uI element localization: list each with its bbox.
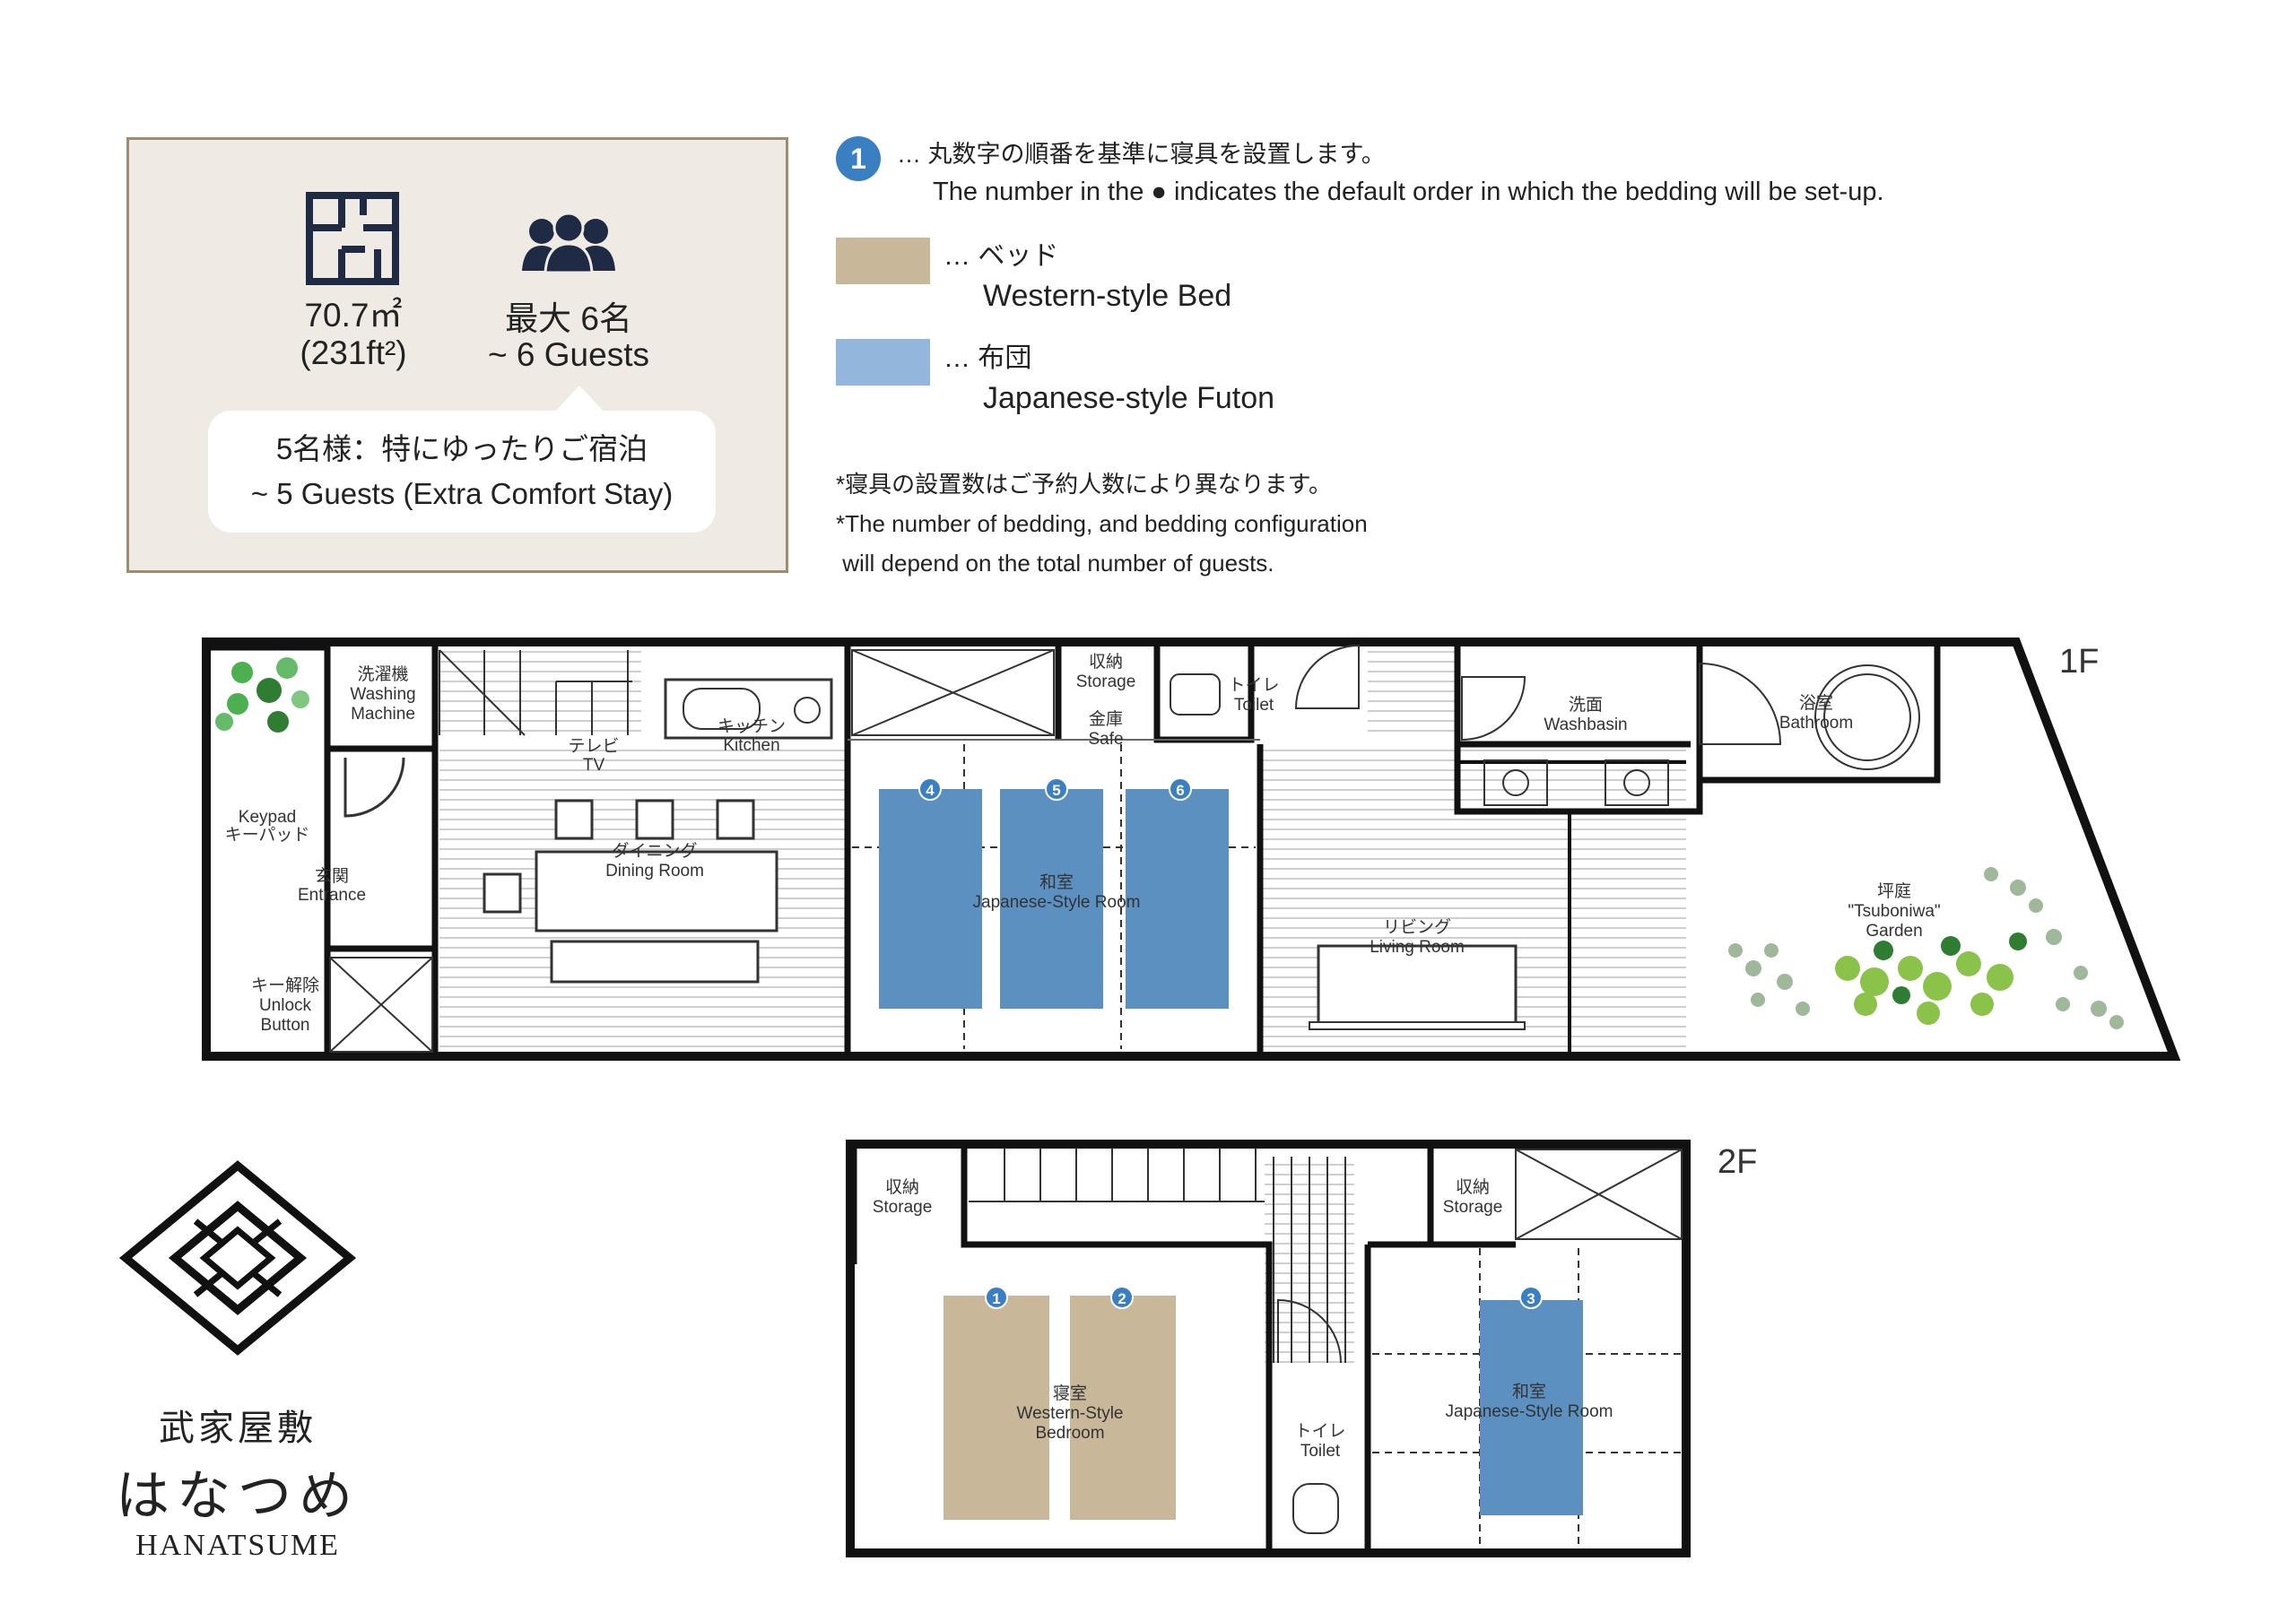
storage-2f-left-label-en: Storage [873, 1198, 933, 1217]
badge-6: 6 [1169, 777, 1192, 801]
bedroom-label-en1: Western-Style [1017, 1404, 1124, 1423]
floor-1f: 洗濯機 Washing Machine Keypad キーパッド 玄関 Entr… [202, 638, 2181, 1061]
kitchen-label-en: Kitchen [723, 736, 779, 755]
note-line-1: *寝具の設置数はご予約人数により異なります。 [836, 471, 1332, 498]
hanatsume-logo-icon [118, 1160, 357, 1356]
tv-label-ja: テレビ [568, 736, 619, 756]
plant-icon [215, 657, 309, 733]
comfort-ja: 5名様：特にゆったりご宿泊 [275, 432, 648, 465]
washing-label-en1: Washing [350, 685, 415, 704]
legend-bed-ja: … ベッド [944, 241, 1059, 271]
badge-3: 3 [1519, 1286, 1543, 1309]
washbasin-label-en: Washbasin [1544, 716, 1627, 734]
safe-label-ja: 金庫 [1089, 709, 1123, 729]
living-label-en: Living Room [1370, 938, 1465, 957]
note-line-2: *The number of bedding, and bedding conf… [836, 510, 1368, 537]
comfort-en: ~ 5 Guests (Extra Comfort Stay) [250, 477, 674, 510]
floor-2f-label: 2F [1718, 1143, 1757, 1181]
garden-label-ja: 坪庭 [1877, 881, 1911, 901]
brand-name-en: HANATSUME [135, 1529, 340, 1562]
bed-1 [944, 1296, 1049, 1520]
jroom-2f-label-ja: 和室 [1512, 1382, 1546, 1401]
svg-text:1: 1 [992, 1290, 1000, 1307]
badge-1: 1 [985, 1286, 1008, 1309]
people-icon [522, 212, 615, 274]
comfort-bubble: 5名様：特にゆったりご宿泊 ~ 5 Guests (Extra Comfort … [208, 386, 716, 533]
dining-label-ja: ダイニング [612, 841, 697, 861]
entrance-label-ja: 玄関 [315, 866, 349, 886]
toilet-1f-label-en: Toilet [1234, 696, 1274, 715]
toilet-2f-label-ja: トイレ [1294, 1422, 1345, 1441]
toilet-2f-label-en: Toilet [1300, 1442, 1341, 1461]
futon-swatch [836, 339, 930, 386]
legend-number-ja: … 丸数字の順番を基準に寝具を設置します。 [897, 141, 1386, 168]
svg-text:5: 5 [1052, 782, 1060, 799]
bath-label-en: Bathroom [1779, 714, 1853, 733]
keypad-label-en: Keypad [239, 808, 296, 827]
kitchen-label-ja: キッチン [718, 717, 786, 736]
garden-label-en2: Garden [1866, 922, 1922, 941]
living-label-ja: リビング [1383, 917, 1451, 937]
brand-title-ja: 武家屋敷 [159, 1408, 317, 1448]
jroom-1f-label-ja: 和室 [1039, 872, 1074, 892]
washing-label-en2: Machine [351, 705, 415, 724]
tv-label-en: TV [583, 756, 605, 775]
order-number-badge: 1 [836, 136, 881, 181]
unlock-label-ja: キー解除 [251, 976, 319, 995]
note-line-3: will depend on the total number of guest… [836, 550, 1274, 577]
brand-name-ja: はなつめ [116, 1467, 360, 1526]
svg-text:3: 3 [1526, 1290, 1535, 1307]
dining-label-en: Dining Room [605, 862, 704, 880]
garden-plants-icon [1728, 867, 2124, 1029]
badge-2: 2 [1110, 1286, 1134, 1309]
storage-2f-left-label-ja: 収納 [885, 1177, 919, 1197]
safe-label-en: Safe [1088, 730, 1123, 749]
area-ft-value: (231ft²) [300, 334, 407, 371]
futon-5 [1000, 789, 1103, 1009]
bath-label-ja: 浴室 [1799, 693, 1833, 713]
area-value: 70.7㎡ [304, 297, 403, 334]
svg-text:6: 6 [1176, 782, 1184, 799]
storage-1f-label-ja: 収納 [1089, 652, 1123, 672]
info-box: 70.7㎡ (231ft²) 最大 6名 ~ 6 Guests 5名様：特にゆっ… [126, 137, 788, 573]
badge-4: 4 [918, 777, 942, 801]
storage-2f-right-label-ja: 収納 [1456, 1177, 1490, 1197]
bedroom-label-en2: Bedroom [1035, 1424, 1104, 1443]
washing-label-ja: 洗濯機 [357, 664, 408, 684]
bed-2 [1070, 1296, 1176, 1520]
jroom-1f-label-en: Japanese-Style Room [973, 893, 1141, 912]
futon-6 [1126, 789, 1229, 1009]
washbasin-label-ja: 洗面 [1569, 695, 1603, 715]
floorplan-icon [306, 192, 399, 285]
svg-text:4: 4 [926, 782, 935, 799]
unlock-label-en2: Button [261, 1016, 310, 1035]
unlock-label-en1: Unlock [259, 996, 312, 1015]
bed-swatch [836, 238, 930, 284]
legend-bed-en: Western-style Bed [983, 279, 1232, 313]
jroom-2f-label-en: Japanese-Style Room [1446, 1402, 1613, 1421]
garden-label-en1: "Tsuboniwa" [1848, 902, 1940, 921]
capacity-en: ~ 6 Guests [488, 336, 649, 373]
futon-3 [1480, 1300, 1583, 1515]
toilet-1f-label-ja: トイレ [1228, 676, 1279, 695]
capacity-ja: 最大 6名 [505, 300, 632, 337]
floor-2f: 収納 Storage 収納 Storage 寝室 Western-Style B… [846, 1140, 1757, 1557]
badge-5: 5 [1045, 777, 1068, 801]
legend-futon-ja: … 布団 [944, 343, 1032, 373]
storage-1f-label-en: Storage [1076, 672, 1136, 691]
keypad-label-ja: キーパッド [225, 826, 310, 845]
svg-text:2: 2 [1118, 1290, 1126, 1307]
legend-number-en: The number in the ● indicates the defaul… [933, 178, 1884, 206]
storage-2f-right-label-en: Storage [1443, 1198, 1503, 1217]
bedroom-label-ja: 寝室 [1053, 1383, 1087, 1403]
legend-futon-en: Japanese-style Futon [983, 381, 1275, 415]
entrance-label-en: Entrance [298, 886, 366, 905]
floor-1f-label: 1F [2059, 643, 2099, 681]
futon-4 [879, 789, 982, 1009]
